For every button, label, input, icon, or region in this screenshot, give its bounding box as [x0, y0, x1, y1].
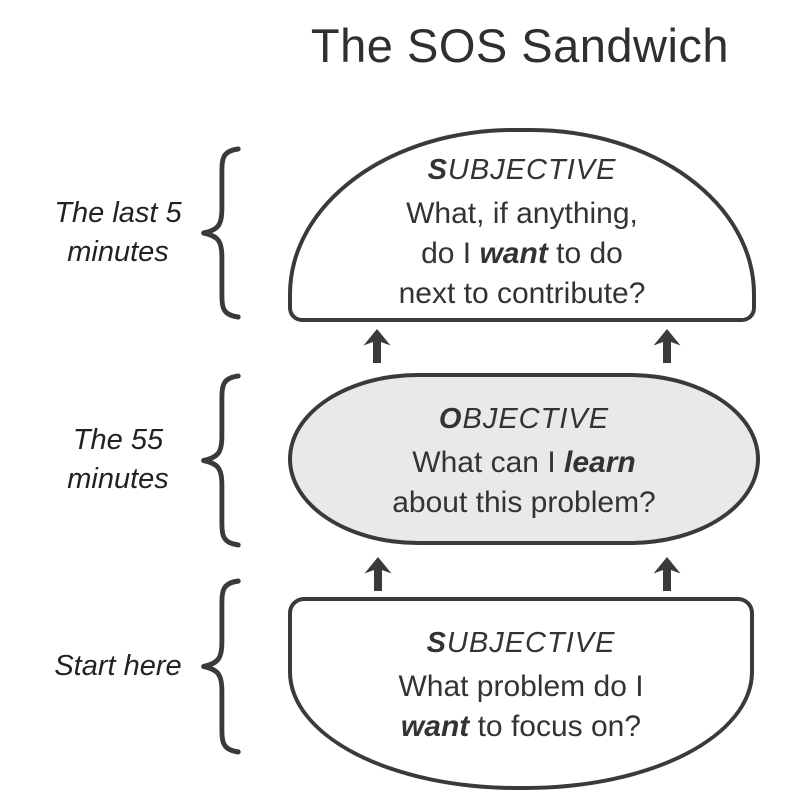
arrow-up-icon	[364, 557, 392, 591]
question-text: to do	[547, 237, 623, 270]
question-line: want to focus on?	[398, 707, 643, 747]
question-text: What problem do I	[398, 670, 644, 703]
curly-brace-icon	[201, 146, 241, 320]
question-text: next to contribute?	[398, 277, 646, 310]
question-line: do I want to do	[399, 234, 646, 274]
arrow-up-icon	[363, 329, 391, 363]
heading-initial: S	[427, 154, 448, 186]
box-question: What, if anything, do I want to do next …	[399, 194, 646, 314]
box-heading: OBJECTIVE	[439, 403, 609, 436]
heading-rest: UBJECTIVE	[446, 627, 616, 659]
box-question: What problem do I want to focus on?	[398, 667, 643, 747]
side-label-start-here: Start here	[18, 647, 218, 686]
side-label-line: The 55	[72, 424, 164, 456]
question-text: about this problem?	[392, 486, 656, 519]
side-label-line: minutes	[67, 236, 169, 268]
arrow-up-icon	[653, 557, 681, 591]
objective-box: OBJECTIVE What can I learn about this pr…	[288, 373, 760, 545]
question-emphasis: learn	[564, 446, 636, 479]
page-title: The SOS Sandwich	[310, 19, 730, 72]
side-label-line: The last 5	[54, 197, 182, 229]
subjective-bottom-box: SUBJECTIVE What problem do I want to foc…	[288, 597, 754, 790]
question-emphasis: want	[479, 237, 548, 270]
arrow-up-icon	[653, 329, 681, 363]
curly-brace-icon	[201, 578, 241, 755]
heading-initial: O	[438, 403, 463, 435]
side-label-line: minutes	[67, 463, 169, 495]
question-line: about this problem?	[392, 483, 656, 523]
question-text: do I	[421, 237, 480, 270]
subjective-top-box: SUBJECTIVE What, if anything, do I want …	[288, 128, 756, 322]
question-text: What, if anything,	[406, 197, 638, 230]
question-line: What can I learn	[392, 443, 656, 483]
question-line: next to contribute?	[399, 274, 646, 314]
side-label-line: Start here	[54, 650, 182, 682]
heading-rest: BJECTIVE	[462, 403, 610, 435]
curly-brace-icon	[201, 373, 241, 548]
side-label-last-5-minutes: The last 5 minutes	[18, 194, 218, 272]
question-emphasis: want	[400, 710, 470, 743]
heading-rest: UBJECTIVE	[447, 154, 617, 186]
heading-initial: S	[426, 627, 447, 659]
question-line: What, if anything,	[399, 194, 646, 234]
question-text: What can I	[412, 446, 564, 479]
question-line: What problem do I	[398, 667, 643, 707]
question-text: to focus on?	[469, 710, 642, 743]
box-heading: SUBJECTIVE	[427, 627, 616, 660]
box-question: What can I learn about this problem?	[392, 443, 656, 523]
box-heading: SUBJECTIVE	[428, 154, 617, 187]
side-label-55-minutes: The 55 minutes	[18, 421, 218, 499]
